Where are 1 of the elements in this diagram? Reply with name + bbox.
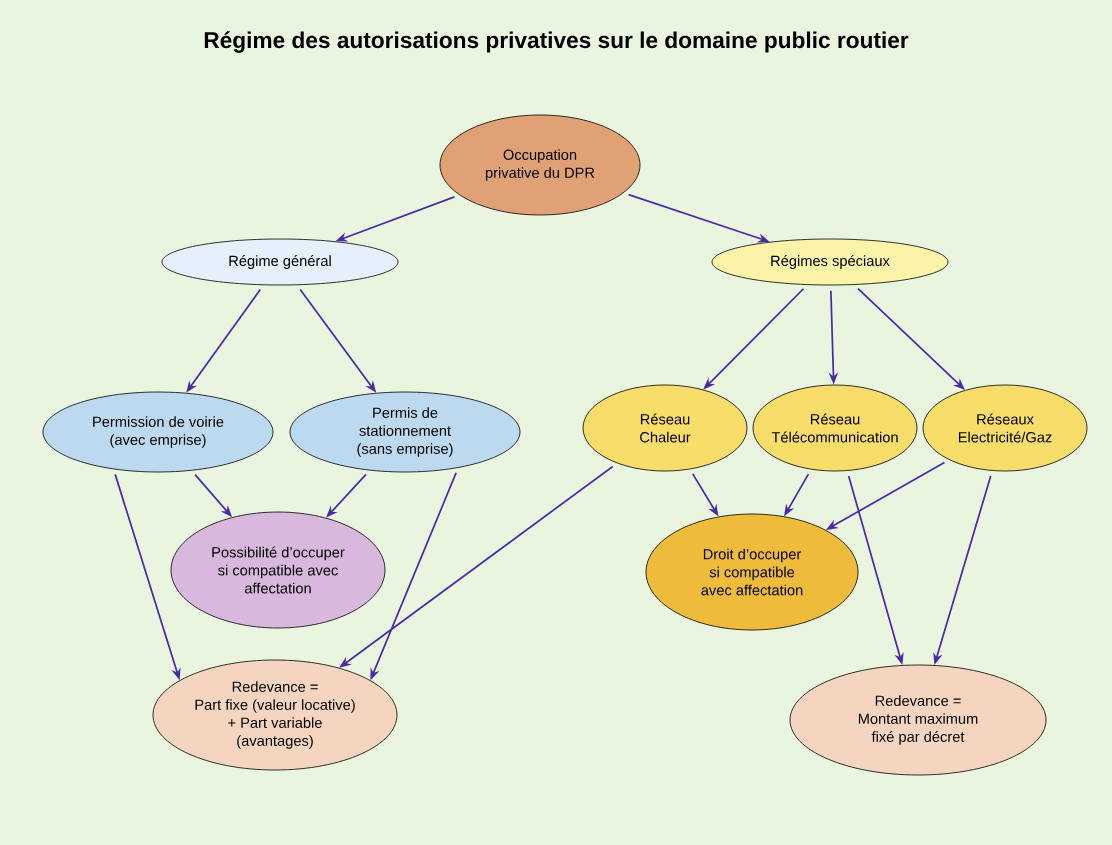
title: Régime des autorisations privatives sur le domaine public routier [204,31,909,53]
